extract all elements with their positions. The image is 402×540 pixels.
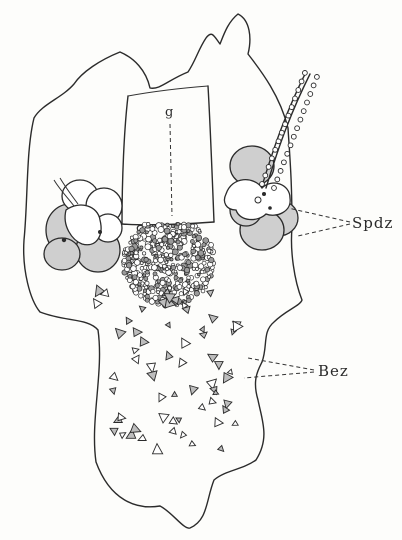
left-spermduct-lobes [44, 178, 122, 272]
central-channel-top [128, 86, 208, 96]
label-spdz-pointer-2 [298, 224, 350, 236]
central-channel-left-wall [122, 96, 128, 224]
label-g-pointer [170, 124, 172, 216]
label-bez-pointer-2 [244, 372, 314, 378]
scattered-cells [94, 285, 243, 454]
label-bez: Bez [318, 362, 349, 380]
right-spermduct-lobes [224, 146, 298, 250]
central-channel-right-wall [208, 86, 214, 222]
label-spdz: Spdz [352, 214, 393, 232]
label-g: g [165, 105, 173, 120]
label-bez-pointer-1 [248, 358, 314, 370]
